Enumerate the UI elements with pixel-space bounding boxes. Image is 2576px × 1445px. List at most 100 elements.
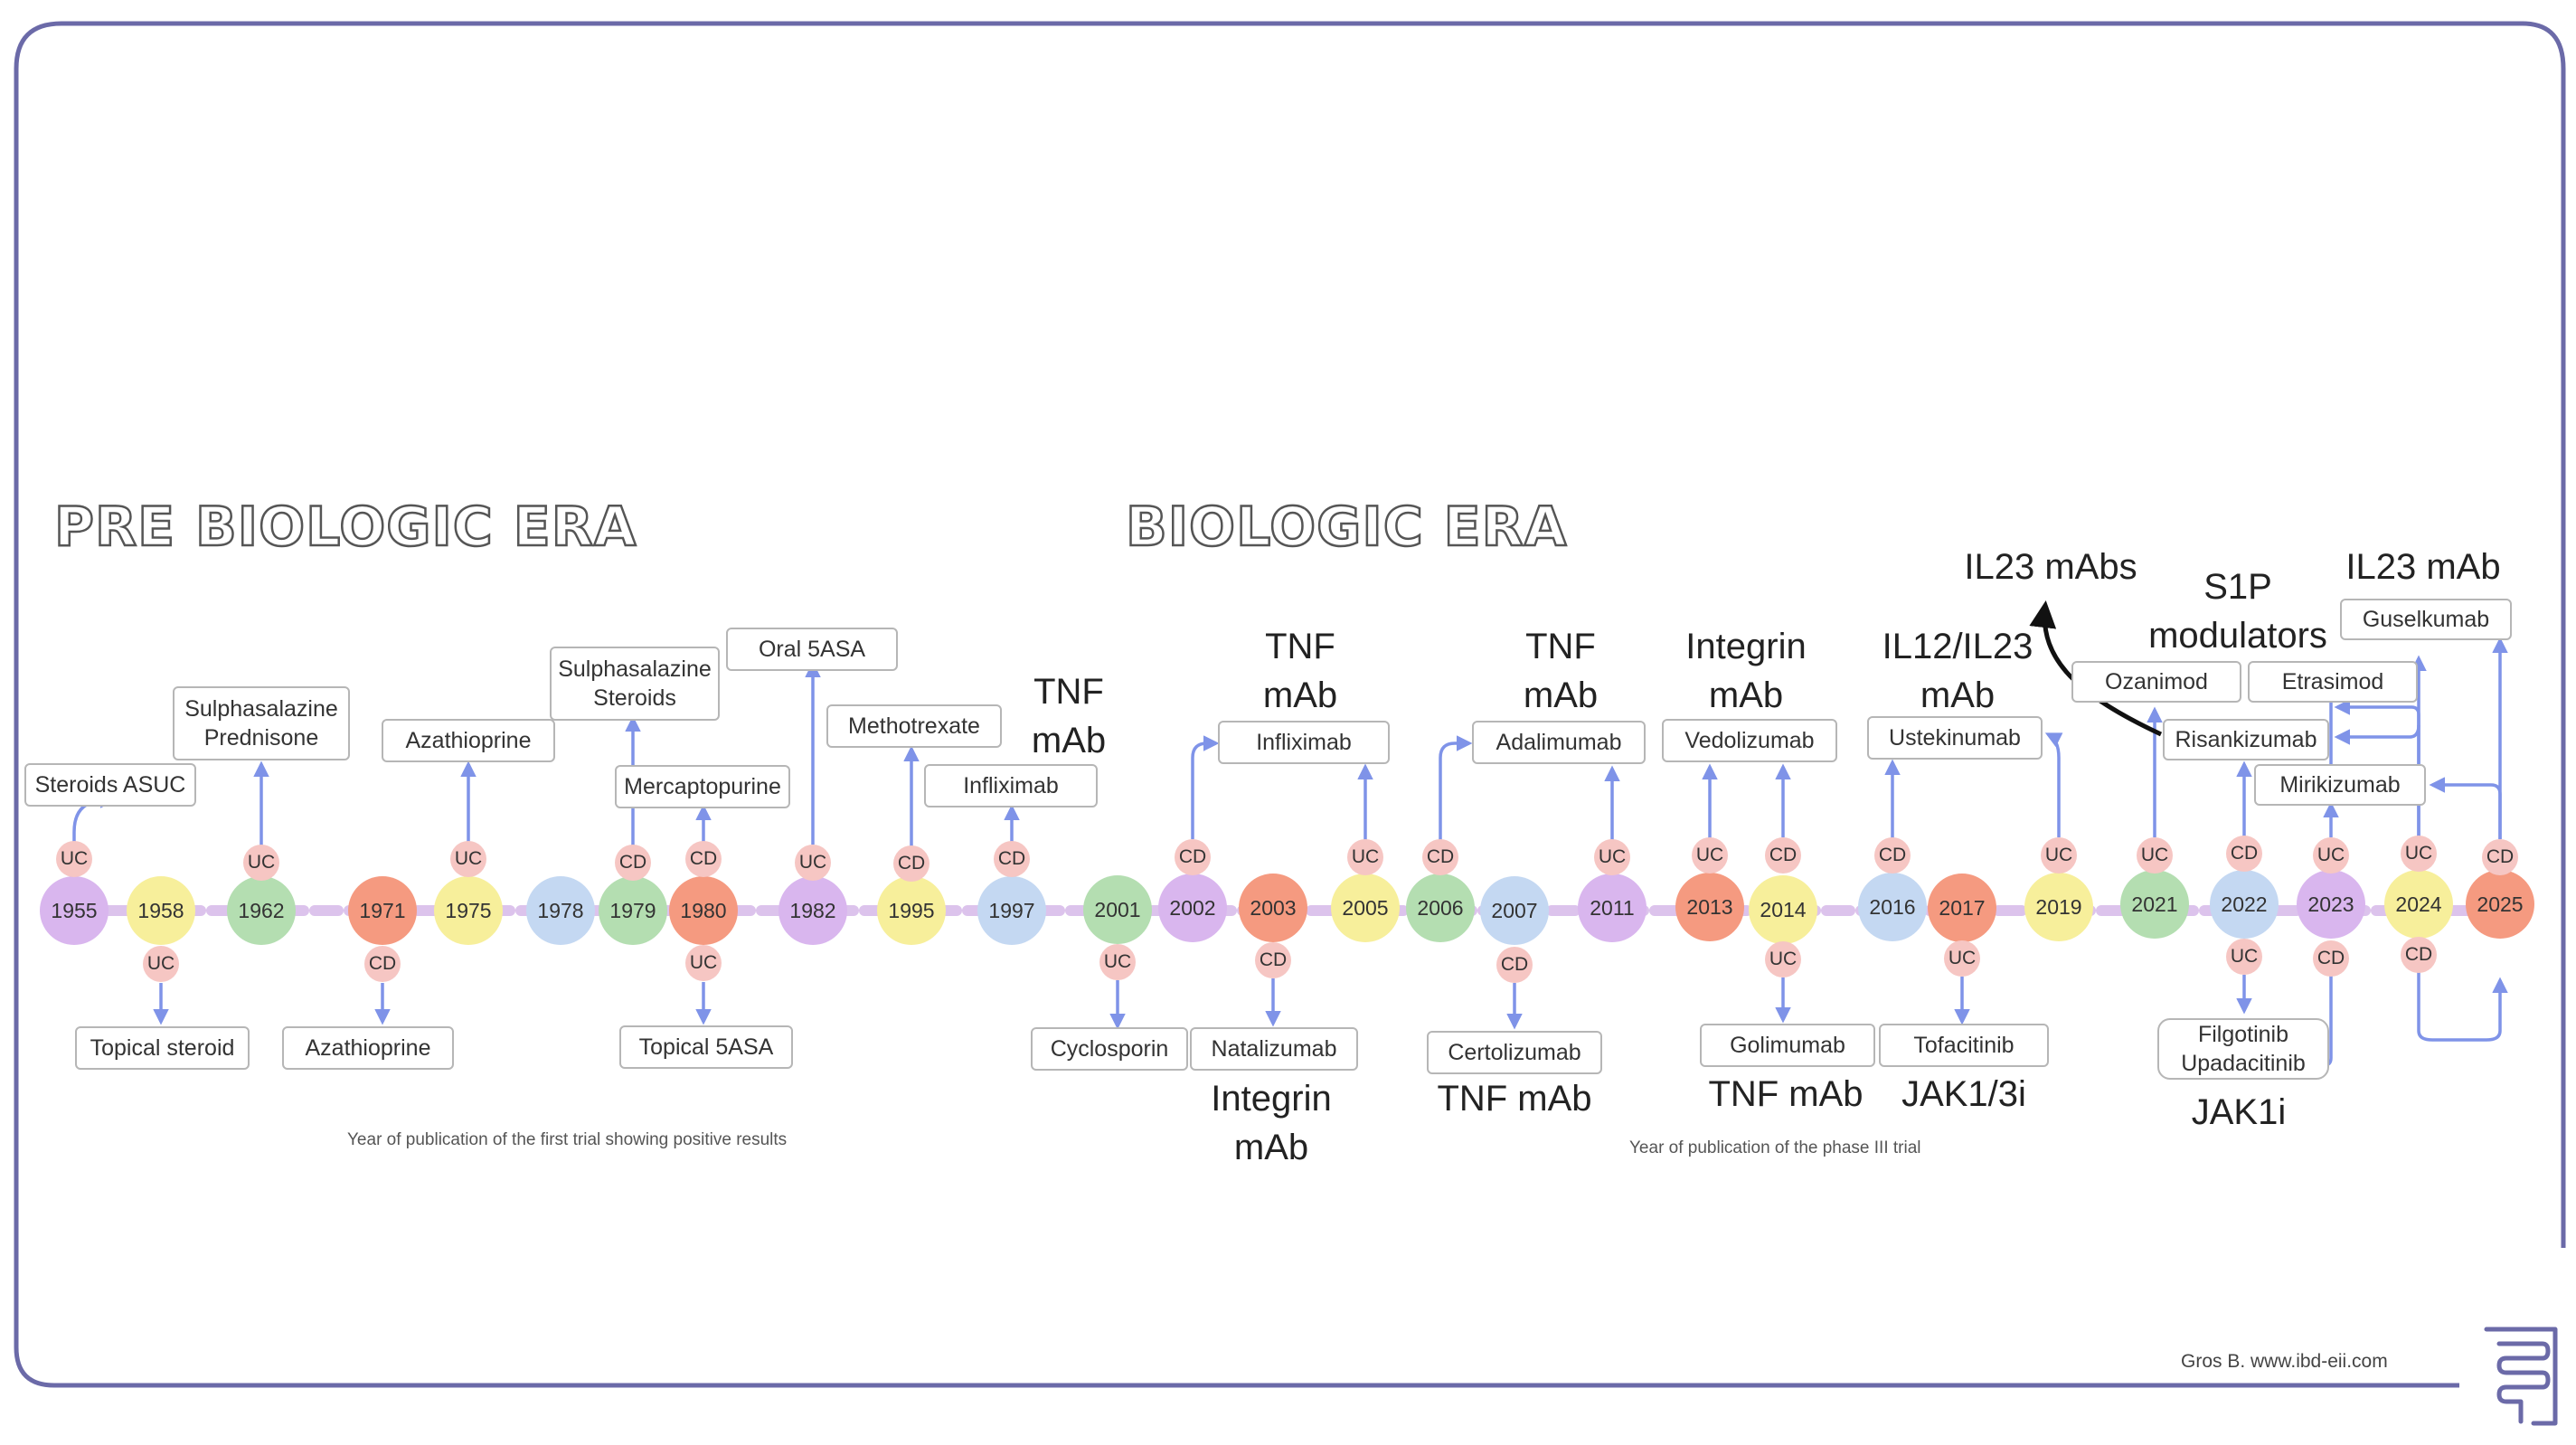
year-label: 2025: [2477, 892, 2524, 916]
drug-box: Cyclosporin: [1031, 1027, 1188, 1071]
tag-uc: UC: [2401, 836, 2437, 872]
class-label: Integrin mAb: [1211, 1074, 1331, 1172]
drug-label: Sulphasalazine: [184, 695, 338, 722]
drug-box: Mirikizumab: [2254, 764, 2426, 806]
year-label: 2006: [1417, 895, 1464, 920]
year-2016: 2016: [1858, 873, 1927, 941]
arrow-2019: [2044, 732, 2063, 837]
year-1962: 1962: [227, 876, 296, 945]
tag-cd: CD: [1874, 837, 1911, 874]
tag-uc: UC: [795, 845, 831, 881]
class-line: mAb: [1523, 675, 1599, 715]
class-line: JAK1i: [2191, 1092, 2287, 1132]
tag-cd: CD: [2226, 836, 2262, 872]
drug-label: Infliximab: [963, 772, 1059, 798]
year-label: 2001: [1094, 897, 1141, 921]
year-2023: 2023: [2297, 870, 2365, 939]
drug-box: Oral 5ASA: [726, 628, 898, 671]
year-1997: 1997: [977, 876, 1046, 945]
pre-biologic-era-title: PRE BIOLOGIC ERA: [53, 495, 637, 561]
drug-label: Risankizumab: [2175, 726, 2317, 752]
year-label: 1978: [537, 898, 584, 922]
class-line: modulators: [2148, 616, 2327, 656]
year-label: 1955: [51, 898, 98, 922]
class-line: mAb: [1262, 675, 1338, 715]
tag-cd: CD: [2313, 940, 2349, 977]
year-1958: 1958: [127, 876, 195, 945]
tag-cd: CD: [1765, 837, 1801, 874]
year-label: 2003: [1250, 895, 1297, 920]
drug-label: Mercaptopurine: [624, 773, 781, 799]
class-label: IL23 mAbs: [1964, 543, 2137, 591]
year-2003: 2003: [1239, 874, 1307, 942]
year-1955: 1955: [40, 876, 109, 945]
year-2006: 2006: [1406, 874, 1475, 942]
class-line: TNF mAb: [1708, 1074, 1864, 1114]
class-line: mAb: [1920, 675, 1996, 715]
year-2002: 2002: [1158, 874, 1227, 942]
tag-uc: UC: [2041, 837, 2077, 874]
drug-label: Steroids: [593, 685, 676, 711]
drug-label: Infliximab: [1256, 729, 1352, 755]
class-line: Integrin: [1685, 627, 1807, 666]
year-label: 2019: [2035, 894, 2082, 919]
class-label: JAK1i: [2192, 1088, 2287, 1137]
class-label: IL12/IL23 mAb: [1882, 622, 2033, 720]
class-line: Integrin: [1211, 1079, 1332, 1119]
year-2021: 2021: [2120, 870, 2189, 939]
year-1978: 1978: [526, 876, 595, 945]
drug-box: Vedolizumab: [1662, 719, 1837, 762]
drug-label: Topical 5ASA: [638, 1034, 774, 1060]
year-1979: 1979: [599, 876, 667, 945]
class-line: IL12/IL23: [1882, 627, 2033, 666]
year-2024: 2024: [2384, 870, 2453, 939]
class-label: TNF mAb: [1437, 1074, 1591, 1123]
year-label: 1975: [445, 898, 492, 922]
tag-cd: CD: [1496, 947, 1533, 983]
class-line: S1P: [2203, 567, 2272, 607]
tag-cd: CD: [364, 946, 401, 982]
year-2013: 2013: [1675, 873, 1744, 941]
class-line: TNF: [1033, 672, 1104, 712]
tag-uc: UC: [1347, 839, 1383, 875]
drug-label: Etrasimod: [2281, 668, 2384, 694]
year-1982: 1982: [778, 876, 847, 945]
year-2001: 2001: [1083, 875, 1152, 944]
drug-label: Ozanimod: [2105, 668, 2208, 694]
year-label: 2017: [1939, 895, 1986, 920]
year-label: 2013: [1686, 894, 1733, 919]
drug-box: Risankizumab: [2163, 719, 2329, 760]
drug-box: Tofacitinib: [1879, 1024, 2049, 1067]
curved-arrow-il23: [2029, 600, 2163, 737]
class-line: TNF mAb: [1437, 1079, 1592, 1119]
tag-uc: UC: [450, 841, 486, 877]
drug-label: Sulphasalazine: [558, 656, 712, 682]
drug-label: Topical steroid: [90, 1034, 235, 1061]
drug-label: Cyclosporin: [1050, 1035, 1169, 1062]
drug-box: Guselkumab: [2340, 599, 2512, 640]
tag-uc: UC: [2226, 939, 2262, 975]
year-1971: 1971: [348, 876, 417, 945]
drug-label: Ustekinumab: [1889, 724, 2021, 751]
tag-uc: UC: [2137, 837, 2173, 874]
tag-uc: UC: [1765, 941, 1801, 978]
drug-box: Topical 5ASA: [619, 1025, 793, 1069]
drug-box: Topical steroid: [75, 1026, 250, 1070]
intestine-logo-icon: [2484, 1327, 2558, 1426]
tag-uc: UC: [1099, 944, 1136, 980]
drug-label: Azathioprine: [405, 727, 532, 753]
arrow-2025-mirikizumab: [2429, 777, 2502, 839]
year-label: 1995: [888, 898, 935, 922]
year-label: 2014: [1760, 897, 1807, 921]
drug-label: Tofacitinib: [1913, 1032, 2015, 1058]
tag-cd: CD: [1175, 839, 1211, 875]
year-label: 1962: [238, 898, 285, 922]
drug-box: Azathioprine: [382, 719, 555, 762]
arrow-2002: [1191, 735, 1220, 839]
year-2007: 2007: [1480, 876, 1549, 945]
drug-label: Guselkumab: [2362, 606, 2490, 632]
class-line: mAb: [1233, 1128, 1309, 1167]
